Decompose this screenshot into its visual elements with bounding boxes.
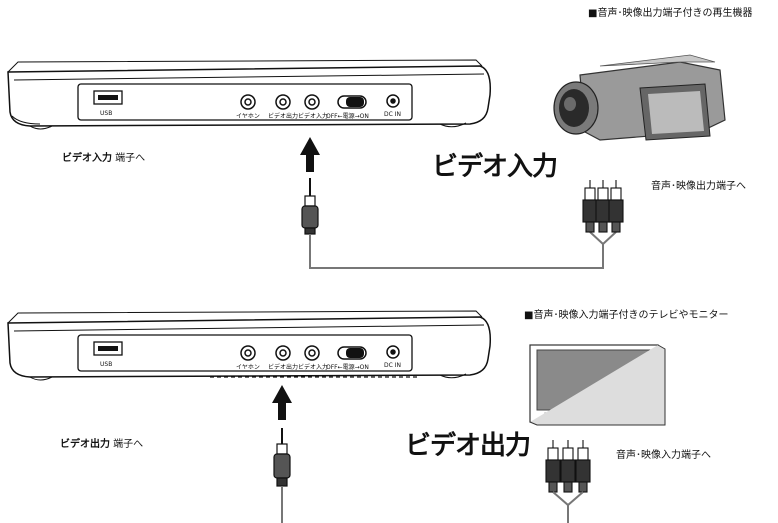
video-in-label: ビデオ入力 [298,364,329,371]
bottom-right-caption: 音声･映像入力端子へ [616,450,711,461]
dc-in-label: DC IN [384,362,401,369]
bottom-left-caption-rest: 端子へ [110,439,144,450]
rca-plug-icon [582,180,624,233]
top-right-caption: 音声･映像出力端子へ [651,181,746,192]
top-mode-label: ビデオ入力 [432,152,558,182]
power-switch-label: OFF←電源→ON [326,113,369,120]
top-left-caption-bold: ビデオ入力 [62,153,112,164]
usb-label: USB [100,110,113,117]
power-switch-label: OFF←電源→ON [326,364,369,371]
camcorder-icon [553,54,726,141]
top-left-caption: ビデオ入力 端子へ [62,149,145,164]
earphone-label: イヤホン [236,113,260,120]
player-top [7,59,492,130]
video-out-label: ビデオ出力 [268,113,299,120]
top-left-caption-rest: 端子へ [112,153,146,164]
mini-plug-icon [273,428,291,487]
video-in-label: ビデオ入力 [298,113,329,120]
bottom-left-caption-bold: ビデオ出力 [60,439,110,450]
video-out-label: ビデオ出力 [268,364,299,371]
bottom-left-caption: ビデオ出力 端子へ [60,435,143,450]
up-arrow-icon [300,137,320,172]
up-arrow-icon [272,385,292,420]
earphone-label: イヤホン [236,364,260,371]
bottom-mode-label: ビデオ出力 [405,431,531,461]
mini-plug-icon [301,178,319,235]
cable-top [309,234,604,269]
tv-monitor-icon [529,344,666,426]
usb-label: USB [100,361,113,368]
bottom-device-title: ■音声･映像入力端子付きのテレビやモニター [524,310,729,321]
dc-in-label: DC IN [384,111,401,118]
player-bottom [7,310,492,381]
top-device-title: ■音声･映像出力端子付きの再生機器 [588,8,753,19]
rca-plug-icon [545,440,591,493]
